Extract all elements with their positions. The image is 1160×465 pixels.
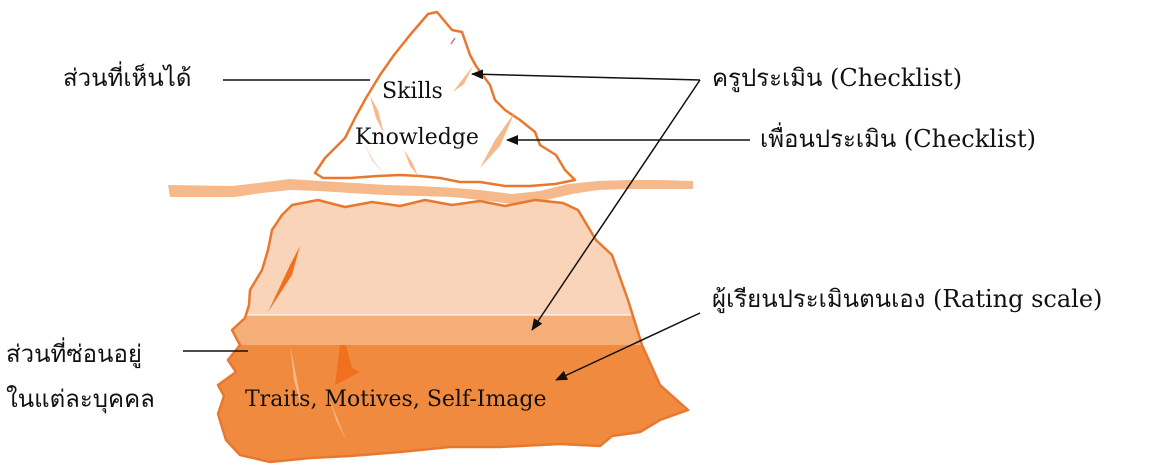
iceberg-tip xyxy=(313,10,577,188)
hidden-part-label-line1: ส่วนที่ซ่อนอยู่ xyxy=(6,337,142,369)
tip-facet-2 xyxy=(370,96,384,134)
iceberg-tip-shape xyxy=(313,10,577,188)
base-facet-3 xyxy=(290,345,302,410)
peer-assessment-label: เพื่อนประเมิน (Checklist) xyxy=(760,122,1036,153)
base-facet-4 xyxy=(330,400,346,440)
teacher-to-base-arrow xyxy=(531,79,701,331)
tip-facet-4 xyxy=(480,112,515,168)
tip-crack xyxy=(450,37,456,45)
visible-part-label: ส่วนที่เห็นได้ xyxy=(63,61,191,92)
base-layer-light xyxy=(218,200,688,315)
iceberg-base xyxy=(216,198,690,464)
hidden-part-label-line2: ในแต่ละบุคคล xyxy=(6,385,155,414)
skills-label: Skills xyxy=(382,79,443,104)
teacher-assessment-label: ครูประเมิน (Checklist) xyxy=(712,64,962,93)
self-to-base-arrow xyxy=(555,312,701,381)
iceberg-base-outline xyxy=(216,198,690,464)
base-facet-1 xyxy=(268,246,300,312)
base-layer-mid xyxy=(218,315,688,345)
knowledge-label: Knowledge xyxy=(355,125,479,150)
tip-facet-1 xyxy=(453,66,473,92)
self-assessment-label: ผู้เรียนประเมินตนเอง (Rating scale) xyxy=(712,285,1102,314)
traits-motives-selfimage-label: Traits, Motives, Self-Image xyxy=(245,387,547,412)
teacher-to-skills-arrow xyxy=(471,69,701,81)
waterline xyxy=(168,179,693,204)
base-facet-2 xyxy=(335,345,360,385)
tip-facet-5 xyxy=(404,150,418,176)
